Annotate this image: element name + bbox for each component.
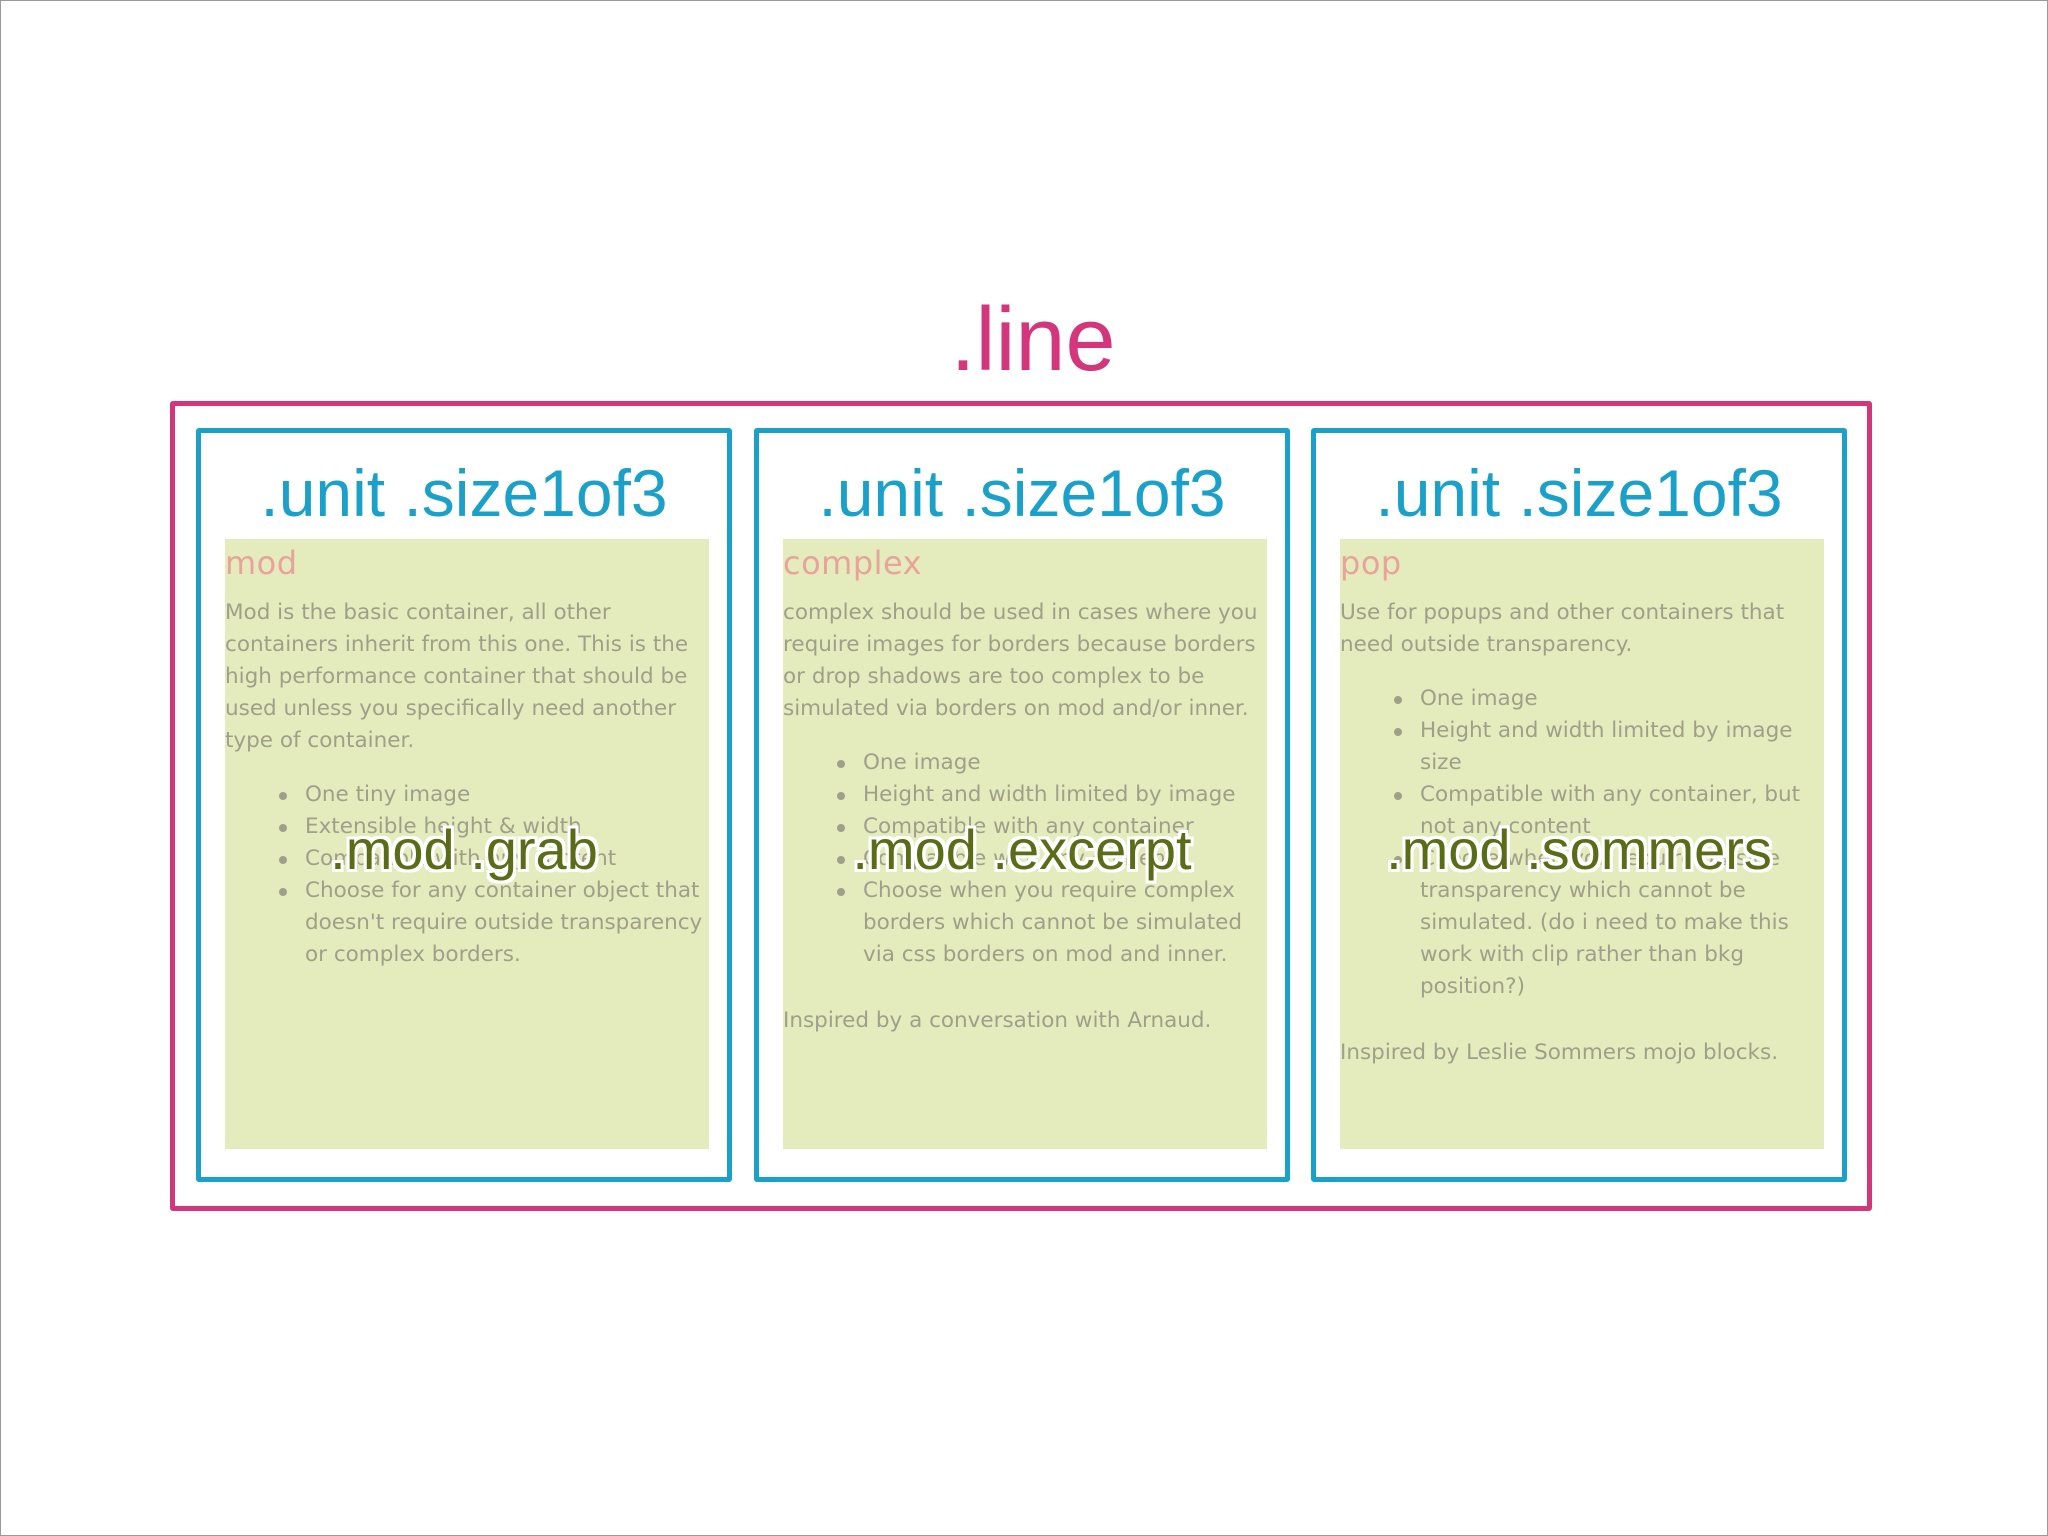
feature-list: One tiny image Extensible height & width… [225,779,709,971]
unit-label: .unit .size1of3 [1375,456,1783,530]
mod-block-mod: mod Mod is the basic container, all othe… [225,539,709,1149]
credit-text: Inspired by a conversation with Arnaud. [783,1008,1212,1033]
line-container [170,401,1872,1211]
mod-description: Mod is the basic container, all other co… [225,600,689,753]
list-item: One image [1394,683,1824,715]
list-item: One image [837,747,1267,779]
mod-description: Use for popups and other containers that… [1340,600,1785,657]
feature-list: One image Height and width limited by im… [783,747,1267,971]
list-item: Choose when you require complex borders … [837,875,1267,971]
mod-block-pop: pop Use for popups and other containers … [1340,539,1824,1149]
list-item: Height and width limited by image [837,779,1267,811]
list-item: Choose when you require outside transpar… [1394,843,1824,1003]
mod-title: pop [1340,544,1402,582]
list-item: Compatible with any content [837,843,1267,875]
unit-label: .unit .size1of3 [818,456,1226,530]
list-item: Compatible with any content [279,843,709,875]
list-item: Compatible with any container, but not a… [1394,779,1824,843]
mod-description: complex should be used in cases where yo… [783,600,1258,721]
mod-title: mod [225,544,298,582]
unit-column-2: .unit .size1of3 complex complex should b… [754,428,1290,1182]
unit-label: .unit .size1of3 [260,456,668,530]
list-item: Compatible with any container [837,811,1267,843]
list-item: Extensible height & width [279,811,709,843]
list-item: Choose for any container object that doe… [279,875,709,971]
feature-list: One image Height and width limited by im… [1340,683,1824,1003]
unit-column-1: .unit .size1of3 mod Mod is the basic con… [196,428,732,1182]
list-item: Height and width limited by image size [1394,715,1824,779]
line-label: .line [950,290,1116,390]
unit-column-3: .unit .size1of3 pop Use for popups and o… [1311,428,1847,1182]
mod-title: complex [783,544,923,582]
mod-block-complex: complex complex should be used in cases … [783,539,1267,1149]
list-item: One tiny image [279,779,709,811]
credit-text: Inspired by Leslie Sommers mojo blocks. [1340,1040,1779,1065]
